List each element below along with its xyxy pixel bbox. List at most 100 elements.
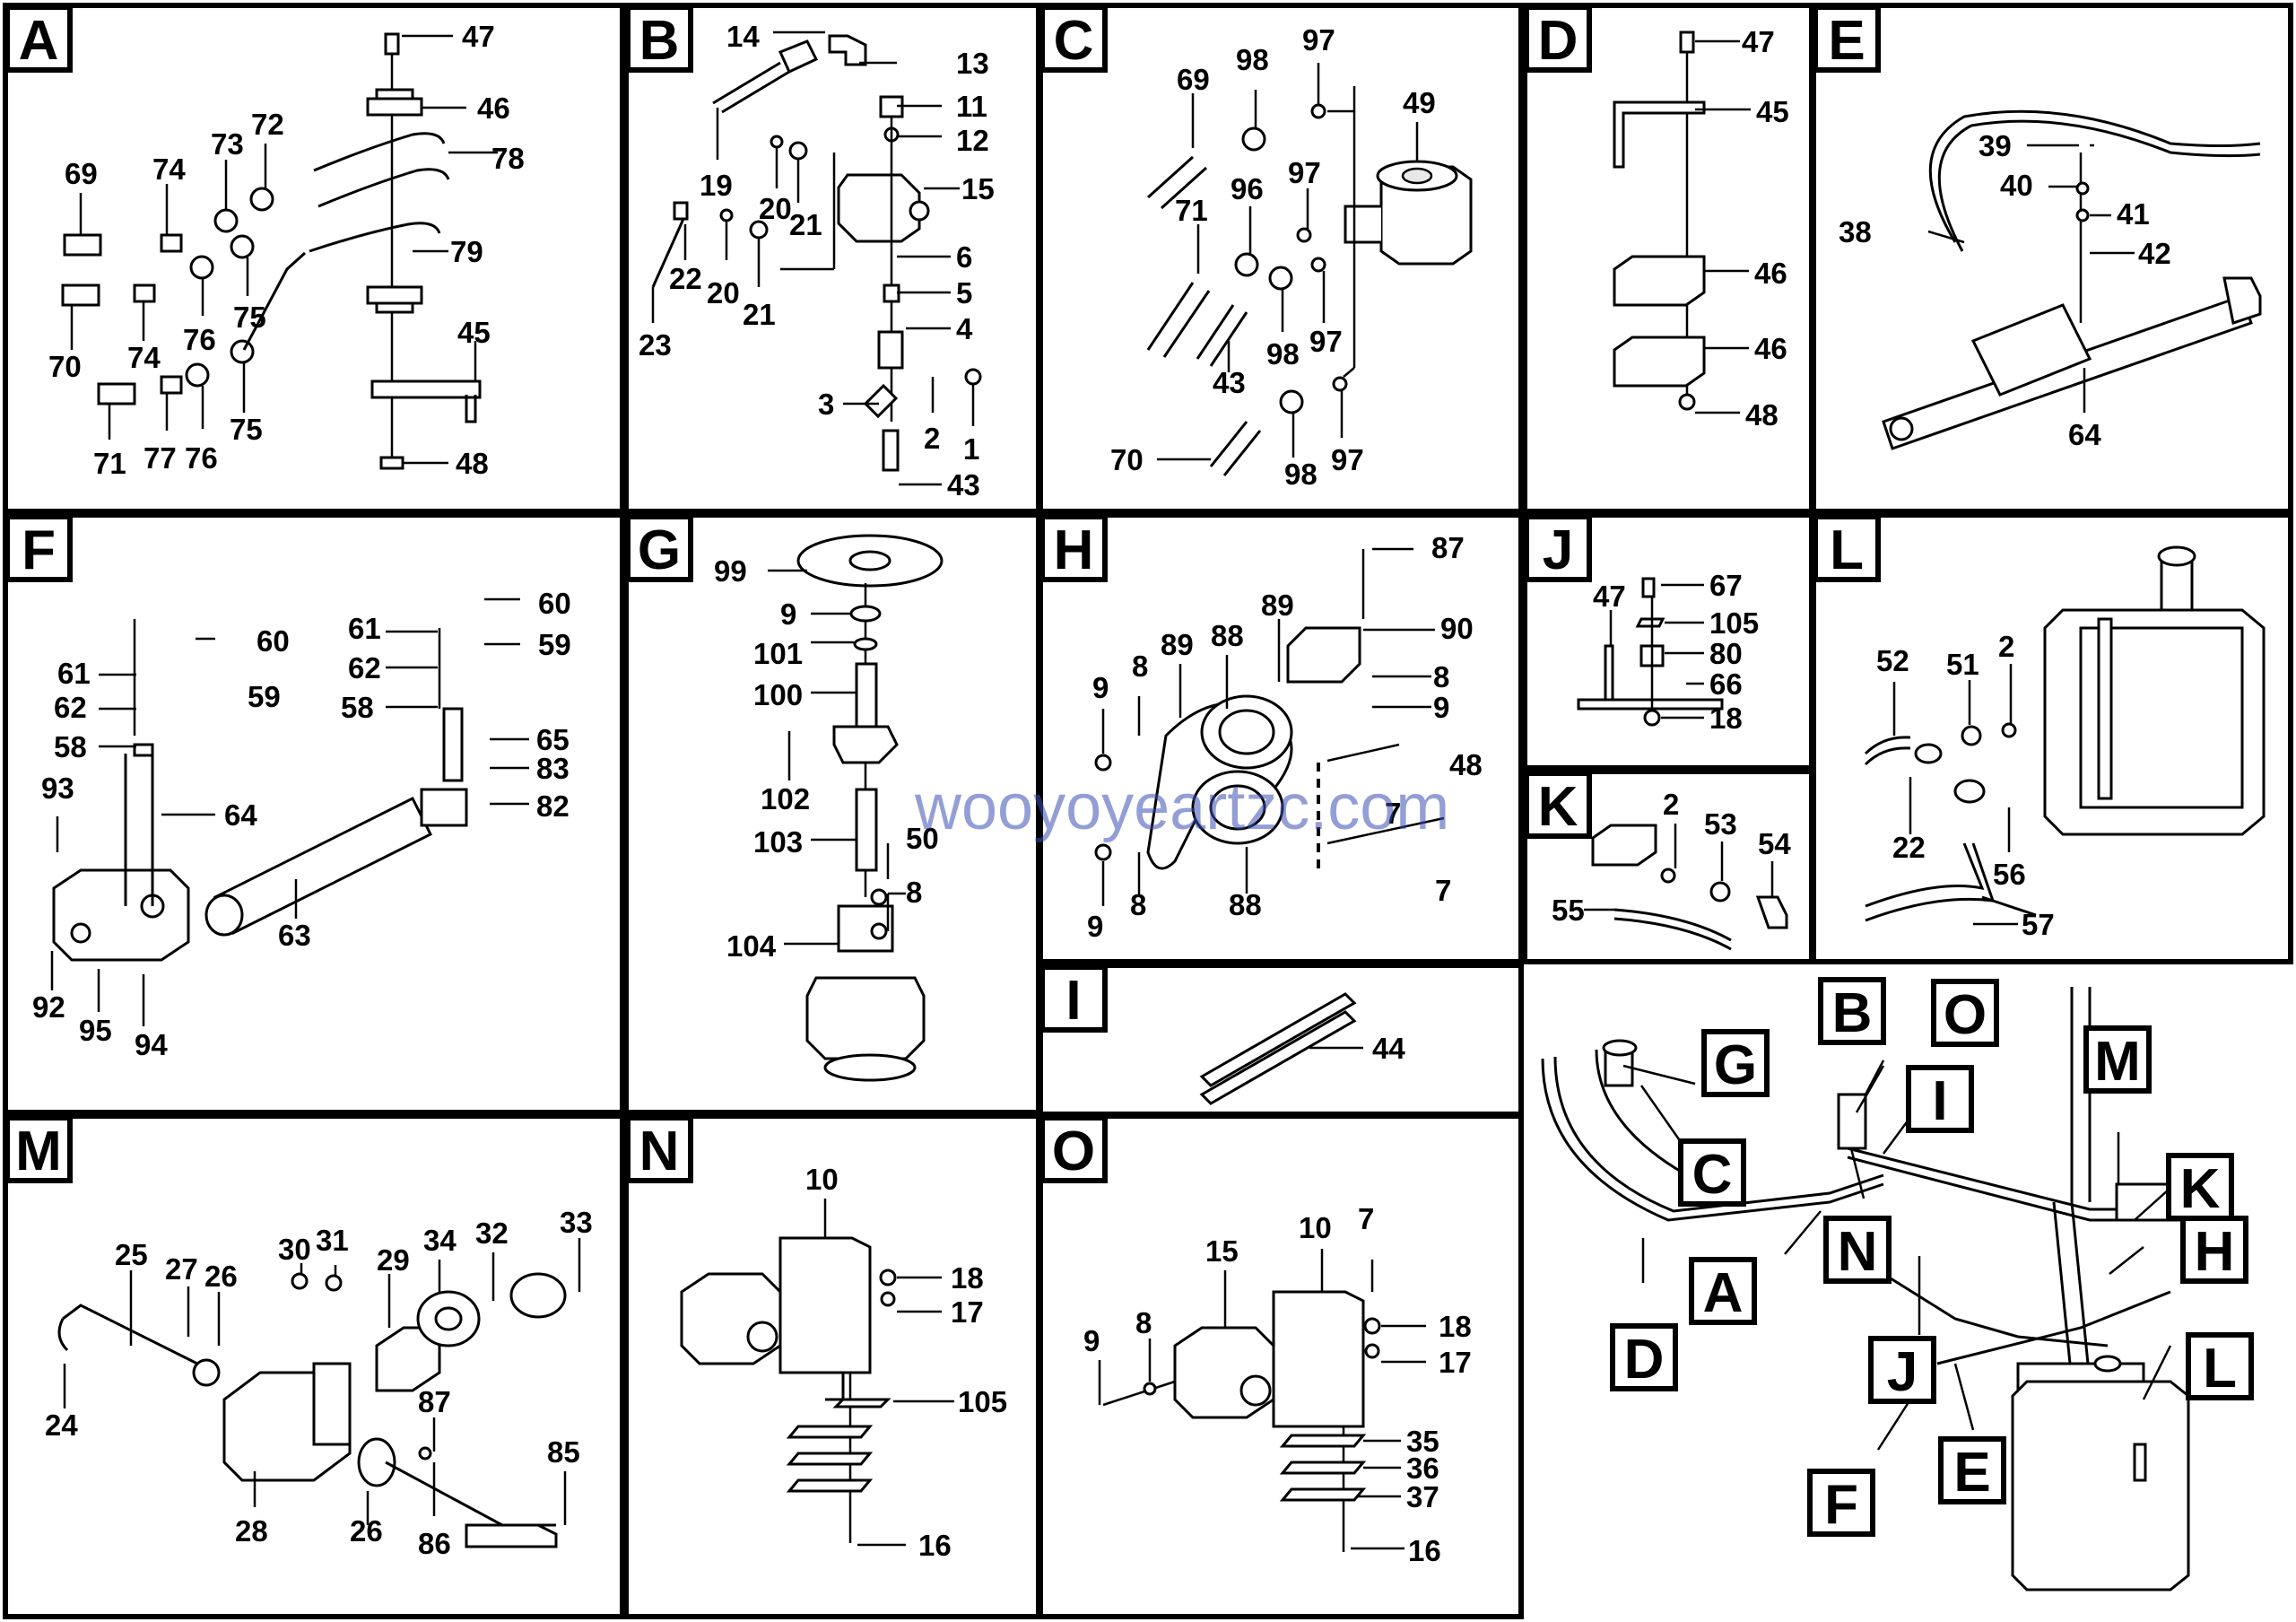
part-label: 51 bbox=[1946, 648, 1979, 681]
part-label: 64 bbox=[2068, 418, 2101, 451]
callout-box: L bbox=[2186, 1332, 2254, 1400]
part-label: 33 bbox=[560, 1206, 593, 1239]
part-label: 48 bbox=[1449, 748, 1483, 781]
part-label: 20 bbox=[707, 276, 740, 310]
part-label: 29 bbox=[377, 1243, 410, 1277]
part-label: 56 bbox=[1993, 858, 2026, 891]
part-label: 9 bbox=[1092, 671, 1109, 704]
part-label: 60 bbox=[257, 624, 290, 658]
part-label: 77 bbox=[144, 441, 177, 475]
part-label: 9 bbox=[780, 597, 796, 631]
part-label: 8 bbox=[1132, 650, 1148, 683]
part-label: 72 bbox=[251, 108, 284, 141]
callout-box: M bbox=[2083, 1025, 2152, 1094]
part-label: 98 bbox=[1284, 458, 1318, 491]
part-label: 39 bbox=[1979, 129, 2012, 162]
part-label: 97 bbox=[1309, 325, 1343, 358]
part-label: 92 bbox=[32, 990, 65, 1024]
part-label: 32 bbox=[475, 1216, 509, 1250]
panel-e: E 39 40 41 38 42 64 bbox=[1813, 4, 2262, 451]
part-label: 53 bbox=[1704, 807, 1737, 841]
callout-box: O bbox=[1931, 979, 1999, 1047]
part-label: 17 bbox=[1439, 1346, 1472, 1379]
svg-text:M: M bbox=[2094, 1031, 2141, 1093]
part-label: 63 bbox=[278, 919, 311, 952]
part-label: 88 bbox=[1211, 619, 1244, 652]
callout-box: J bbox=[1868, 1336, 1936, 1404]
svg-text:H: H bbox=[2195, 1221, 2235, 1283]
part-label: 15 bbox=[1205, 1234, 1239, 1268]
panel-letter: F bbox=[22, 519, 56, 581]
part-label: 87 bbox=[1431, 531, 1465, 564]
part-label: 47 bbox=[462, 20, 495, 53]
part-label: 69 bbox=[1177, 63, 1210, 96]
part-label: 67 bbox=[1709, 569, 1743, 602]
part-label: 11 bbox=[956, 90, 987, 123]
part-label: 23 bbox=[639, 328, 672, 362]
part-label: 78 bbox=[491, 142, 525, 175]
part-label: 25 bbox=[115, 1238, 148, 1271]
panel-borders bbox=[3, 3, 2293, 1619]
part-label: 71 bbox=[1175, 194, 1208, 227]
watermark: wooyoyeartzc.com bbox=[914, 772, 1449, 843]
part-label: 15 bbox=[961, 172, 995, 205]
part-label: 48 bbox=[456, 447, 489, 480]
svg-text:N: N bbox=[1838, 1221, 1878, 1283]
overview-callouts: B O G I M C K N H A D J L F E bbox=[1610, 977, 2254, 1537]
part-label: 65 bbox=[536, 723, 570, 756]
part-label: 42 bbox=[2138, 237, 2171, 270]
panel-letter: B bbox=[639, 10, 680, 72]
panel-b: B bbox=[625, 4, 995, 501]
panel-letter: E bbox=[1828, 10, 1865, 72]
overview-machine bbox=[1541, 987, 2197, 1591]
part-label: 44 bbox=[1372, 1032, 1405, 1065]
part-label: 76 bbox=[183, 323, 216, 356]
callout-box: A bbox=[1689, 1257, 1757, 1325]
panel-m: M 25 27 26 30 31 29 34 bbox=[4, 1115, 593, 1560]
part-label: 26 bbox=[350, 1514, 383, 1548]
part-label: 2 bbox=[924, 422, 940, 455]
part-label: 8 bbox=[1135, 1306, 1152, 1339]
part-label: 18 bbox=[951, 1261, 984, 1295]
panel-k: K 2 53 54 55 bbox=[1524, 771, 1791, 951]
part-label: 82 bbox=[536, 789, 570, 823]
part-label: 74 bbox=[152, 153, 186, 186]
part-label: 58 bbox=[341, 691, 374, 724]
part-label: 89 bbox=[1161, 628, 1194, 661]
callout-box: F bbox=[1807, 1469, 1875, 1537]
part-label: 46 bbox=[477, 92, 510, 125]
part-label: 61 bbox=[57, 657, 91, 690]
part-label: 40 bbox=[2000, 169, 2033, 202]
part-label: 22 bbox=[1892, 831, 1926, 864]
panel-letter: D bbox=[1538, 10, 1578, 72]
panel-letter: A bbox=[19, 10, 59, 72]
svg-text:O: O bbox=[1944, 984, 1987, 1046]
part-label: 50 bbox=[906, 822, 939, 855]
part-label: 75 bbox=[230, 413, 263, 446]
part-label: 4 bbox=[956, 312, 973, 345]
callout-box: E bbox=[1938, 1436, 2006, 1504]
part-label: 27 bbox=[165, 1252, 198, 1286]
panel-f: F 60 61 59 61 60 62 59 bbox=[4, 514, 571, 1061]
panel-letter: N bbox=[639, 1121, 680, 1182]
part-label: 83 bbox=[536, 752, 570, 785]
panel-c: C 98 97 69 49 bbox=[1039, 4, 1473, 491]
part-label: 3 bbox=[818, 388, 834, 421]
part-label: 105 bbox=[1709, 606, 1759, 640]
part-label: 58 bbox=[54, 730, 87, 763]
panel-a: A bbox=[4, 4, 525, 480]
part-label: 90 bbox=[1440, 612, 1474, 645]
part-label: 80 bbox=[1709, 637, 1743, 670]
part-label: 12 bbox=[956, 124, 989, 157]
callout-box: G bbox=[1701, 1029, 1770, 1097]
part-label: 98 bbox=[1266, 337, 1300, 371]
part-label: 52 bbox=[1876, 644, 1909, 677]
part-label: 8 bbox=[906, 876, 922, 909]
panel-g: G 99 9 101 100 102 103 50 8 104 bbox=[625, 514, 944, 1082]
part-label: 54 bbox=[1758, 827, 1791, 860]
panel-h: H 87 89 90 88 89 9 8 8 9 48 7 bbox=[1039, 514, 1483, 943]
part-label: 93 bbox=[41, 772, 74, 805]
svg-text:A: A bbox=[1703, 1262, 1744, 1324]
part-label: 30 bbox=[278, 1233, 311, 1266]
panel-letter: O bbox=[1052, 1121, 1095, 1182]
